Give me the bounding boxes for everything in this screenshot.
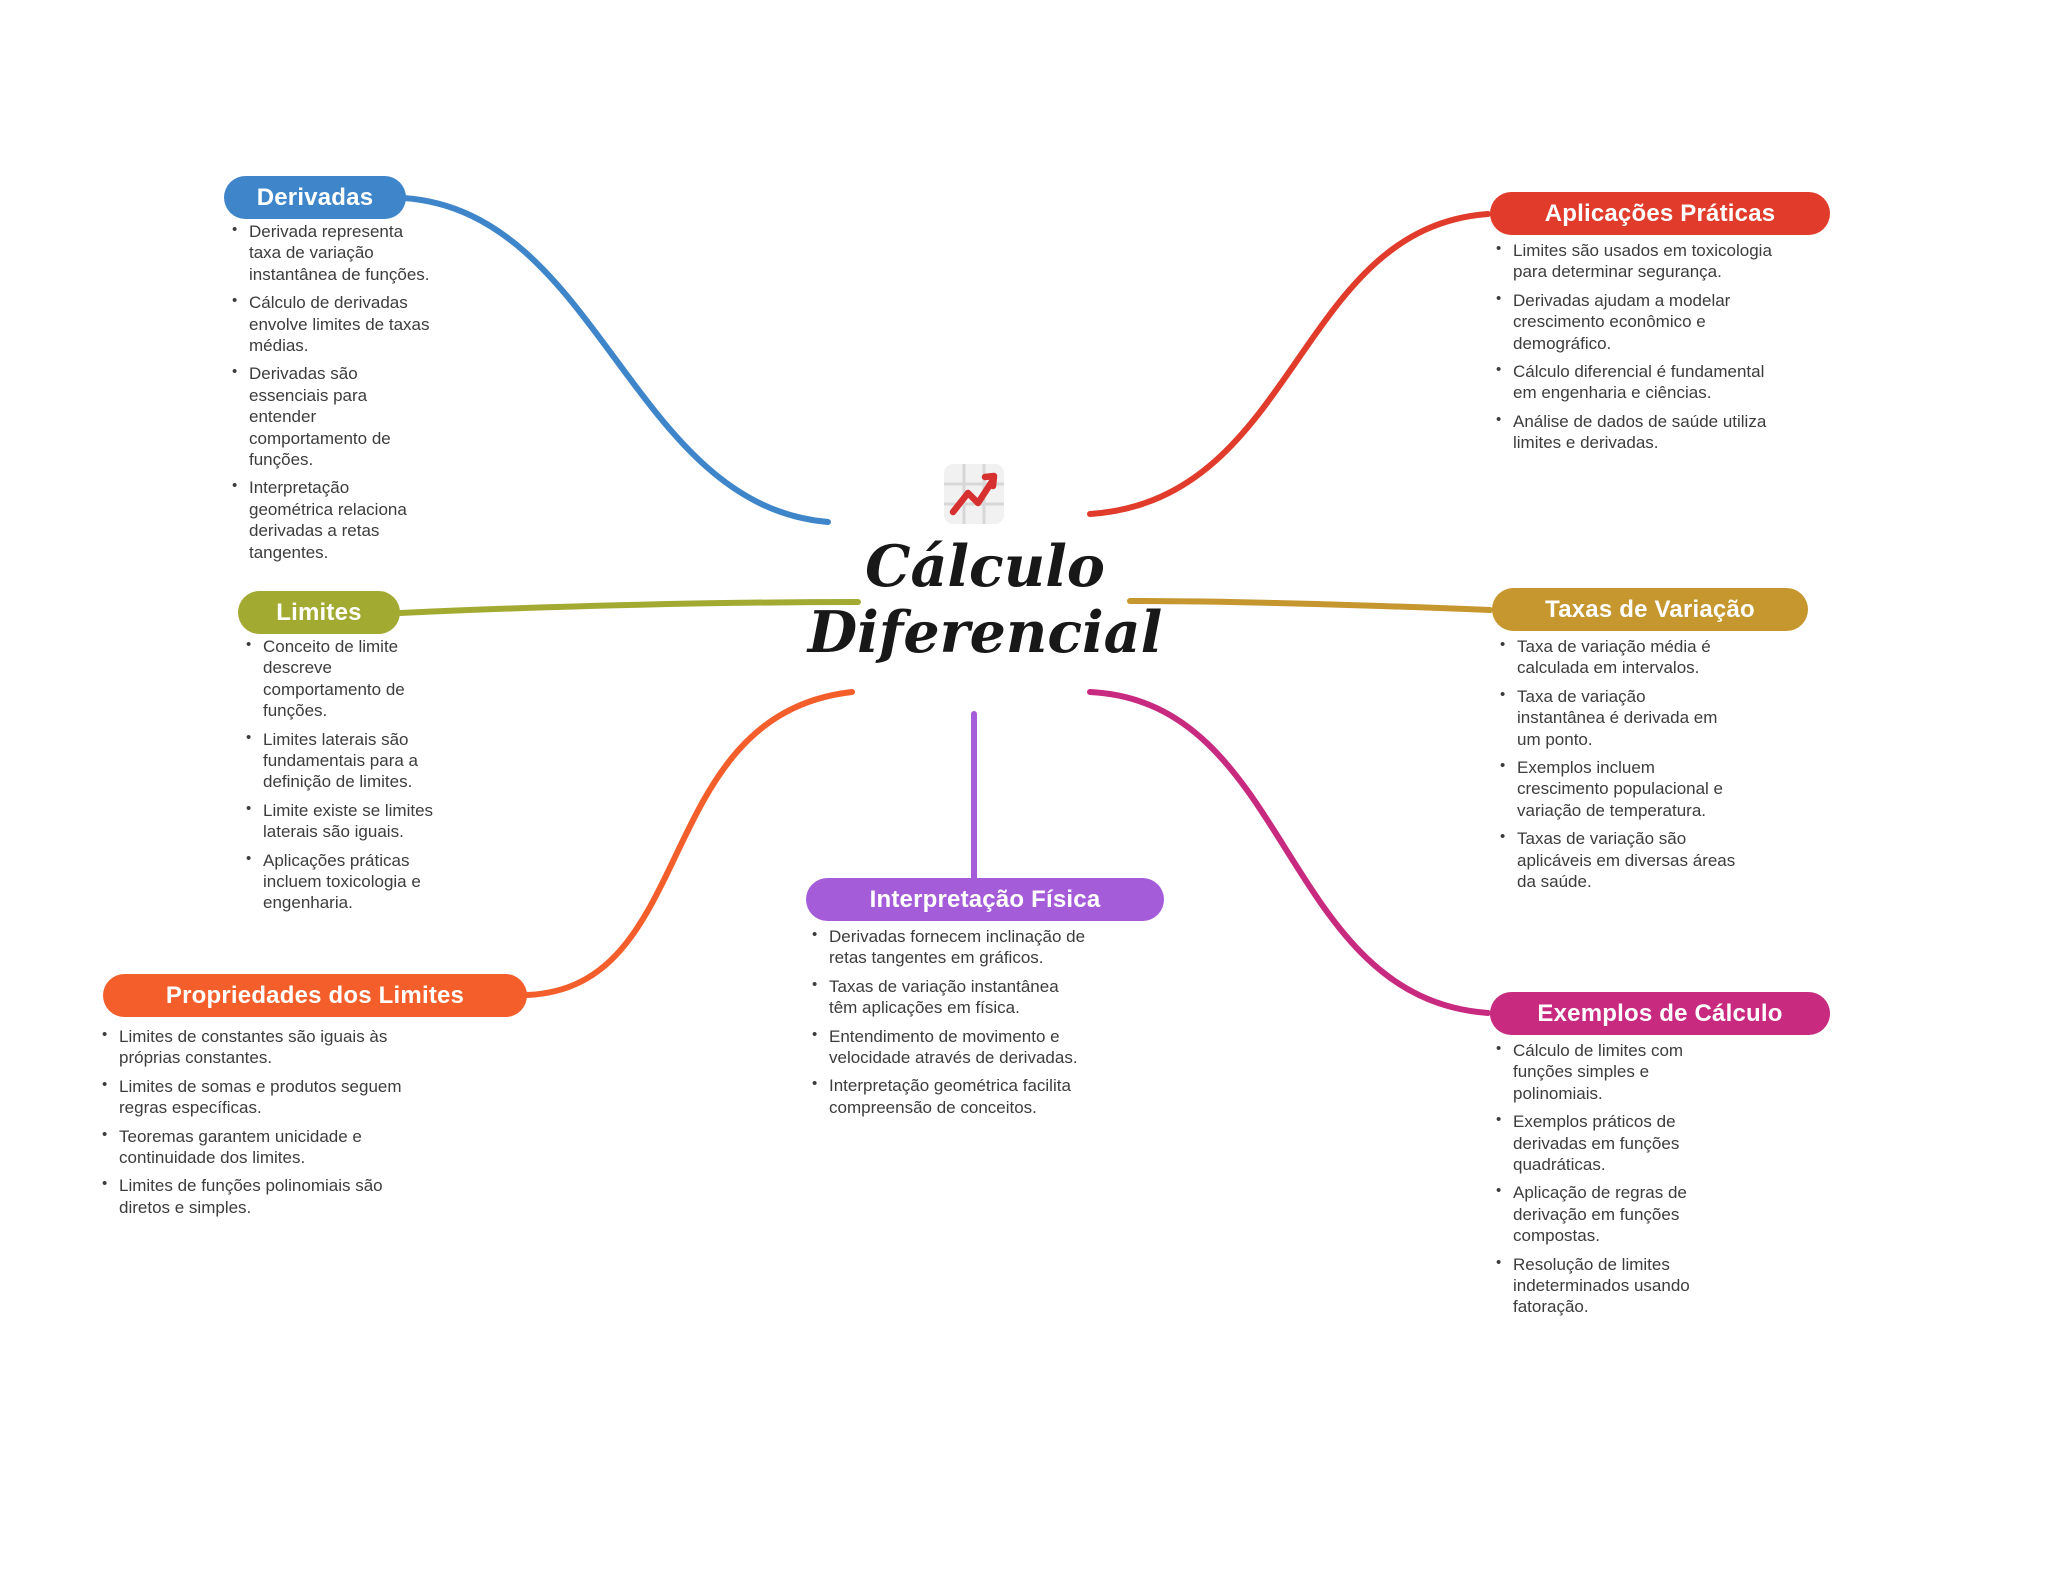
branch-label-limites: Limites [238,591,400,634]
list-item: Teoremas garantem unicidade e continuida… [100,1126,405,1169]
branch-label-aplicacoes-praticas: Aplicações Práticas [1490,192,1830,235]
list-item: Conceito de limite descreve comportament… [244,636,444,722]
connector-limites [397,599,861,616]
branch-label-interpretacao-fisica: Interpretação Física [806,878,1164,921]
branch-label-exemplos-de-calculo: Exemplos de Cálculo [1490,992,1830,1035]
list-item: Limites de funções polinomiais são diret… [100,1175,405,1218]
branch-list-derivadas: Derivada representa taxa de variação ins… [230,221,430,570]
list-item: Resolução de limites indeterminados usan… [1494,1254,1742,1318]
list-item: Limites são usados em toxicologia para d… [1494,240,1784,283]
list-item: Cálculo diferencial é fundamental em eng… [1494,361,1784,404]
list-item: Limite existe se limites laterais são ig… [244,800,444,843]
list-item: Cálculo de derivadas envolve limites de … [230,292,430,356]
branch-list-aplicacoes-praticas: Limites são usados em toxicologia para d… [1494,240,1784,461]
list-item: Interpretação geométrica facilita compre… [810,1075,1088,1118]
connector-aplicacoes [1087,211,1491,517]
list-item: Limites laterais são fundamentais para a… [244,729,444,793]
list-item: Aplicação de regras de derivação em funç… [1494,1182,1742,1246]
list-item: Exemplos incluem crescimento populaciona… [1498,757,1736,821]
list-item: Cálculo de limites com funções simples e… [1494,1040,1742,1104]
branch-label-propriedades-dos-limites: Propriedades dos Limites [103,974,527,1017]
list-item: Derivadas ajudam a modelar crescimento e… [1494,290,1784,354]
list-item: Derivadas fornecem inclinação de retas t… [810,926,1088,969]
list-item: Taxa de variação média é calculada em in… [1498,636,1736,679]
list-item: Aplicações práticas incluem toxicologia … [244,850,444,914]
central-topic-title-line2: Diferencial [807,599,1163,667]
list-item: Derivadas são essenciais para entender c… [230,363,430,470]
list-item: Exemplos práticos de derivadas em funçõe… [1494,1111,1742,1175]
list-item: Limites de constantes são iguais às próp… [100,1026,405,1069]
connector-taxas [1127,598,1493,613]
list-item: Análise de dados de saúde utiliza limite… [1494,411,1784,454]
list-item: Derivada representa taxa de variação ins… [230,221,430,285]
branch-list-interpretacao-fisica: Derivadas fornecem inclinação de retas t… [810,926,1088,1125]
list-item: Taxa de variação instantânea é derivada … [1498,686,1736,750]
branch-list-propriedades-dos-limites: Limites de constantes são iguais às próp… [100,1026,405,1225]
central-topic-title-line1: Cálculo [865,533,1105,600]
list-item: Interpretação geométrica relaciona deriv… [230,477,430,563]
connector-propriedades [524,689,855,998]
connector-derivadas [401,195,831,525]
branch-label-derivadas: Derivadas [224,176,406,219]
central-topic-title: Cálculo Diferencial [770,533,1200,667]
list-item: Limites de somas e produtos seguem regra… [100,1076,405,1119]
branch-list-exemplos-de-calculo: Cálculo de limites com funções simples e… [1494,1040,1742,1325]
chart-increasing-icon [942,462,1006,526]
list-item: Entendimento de movimento e velocidade a… [810,1026,1088,1069]
connector-exemplos [1087,689,1491,1016]
branch-label-taxas-de-variacao: Taxas de Variação [1492,588,1808,631]
branch-list-taxas-de-variacao: Taxa de variação média é calculada em in… [1498,636,1736,899]
list-item: Taxas de variação instantânea têm aplica… [810,976,1088,1019]
branch-list-limites: Conceito de limite descreve comportament… [244,636,444,921]
list-item: Taxas de variação são aplicáveis em dive… [1498,828,1736,892]
